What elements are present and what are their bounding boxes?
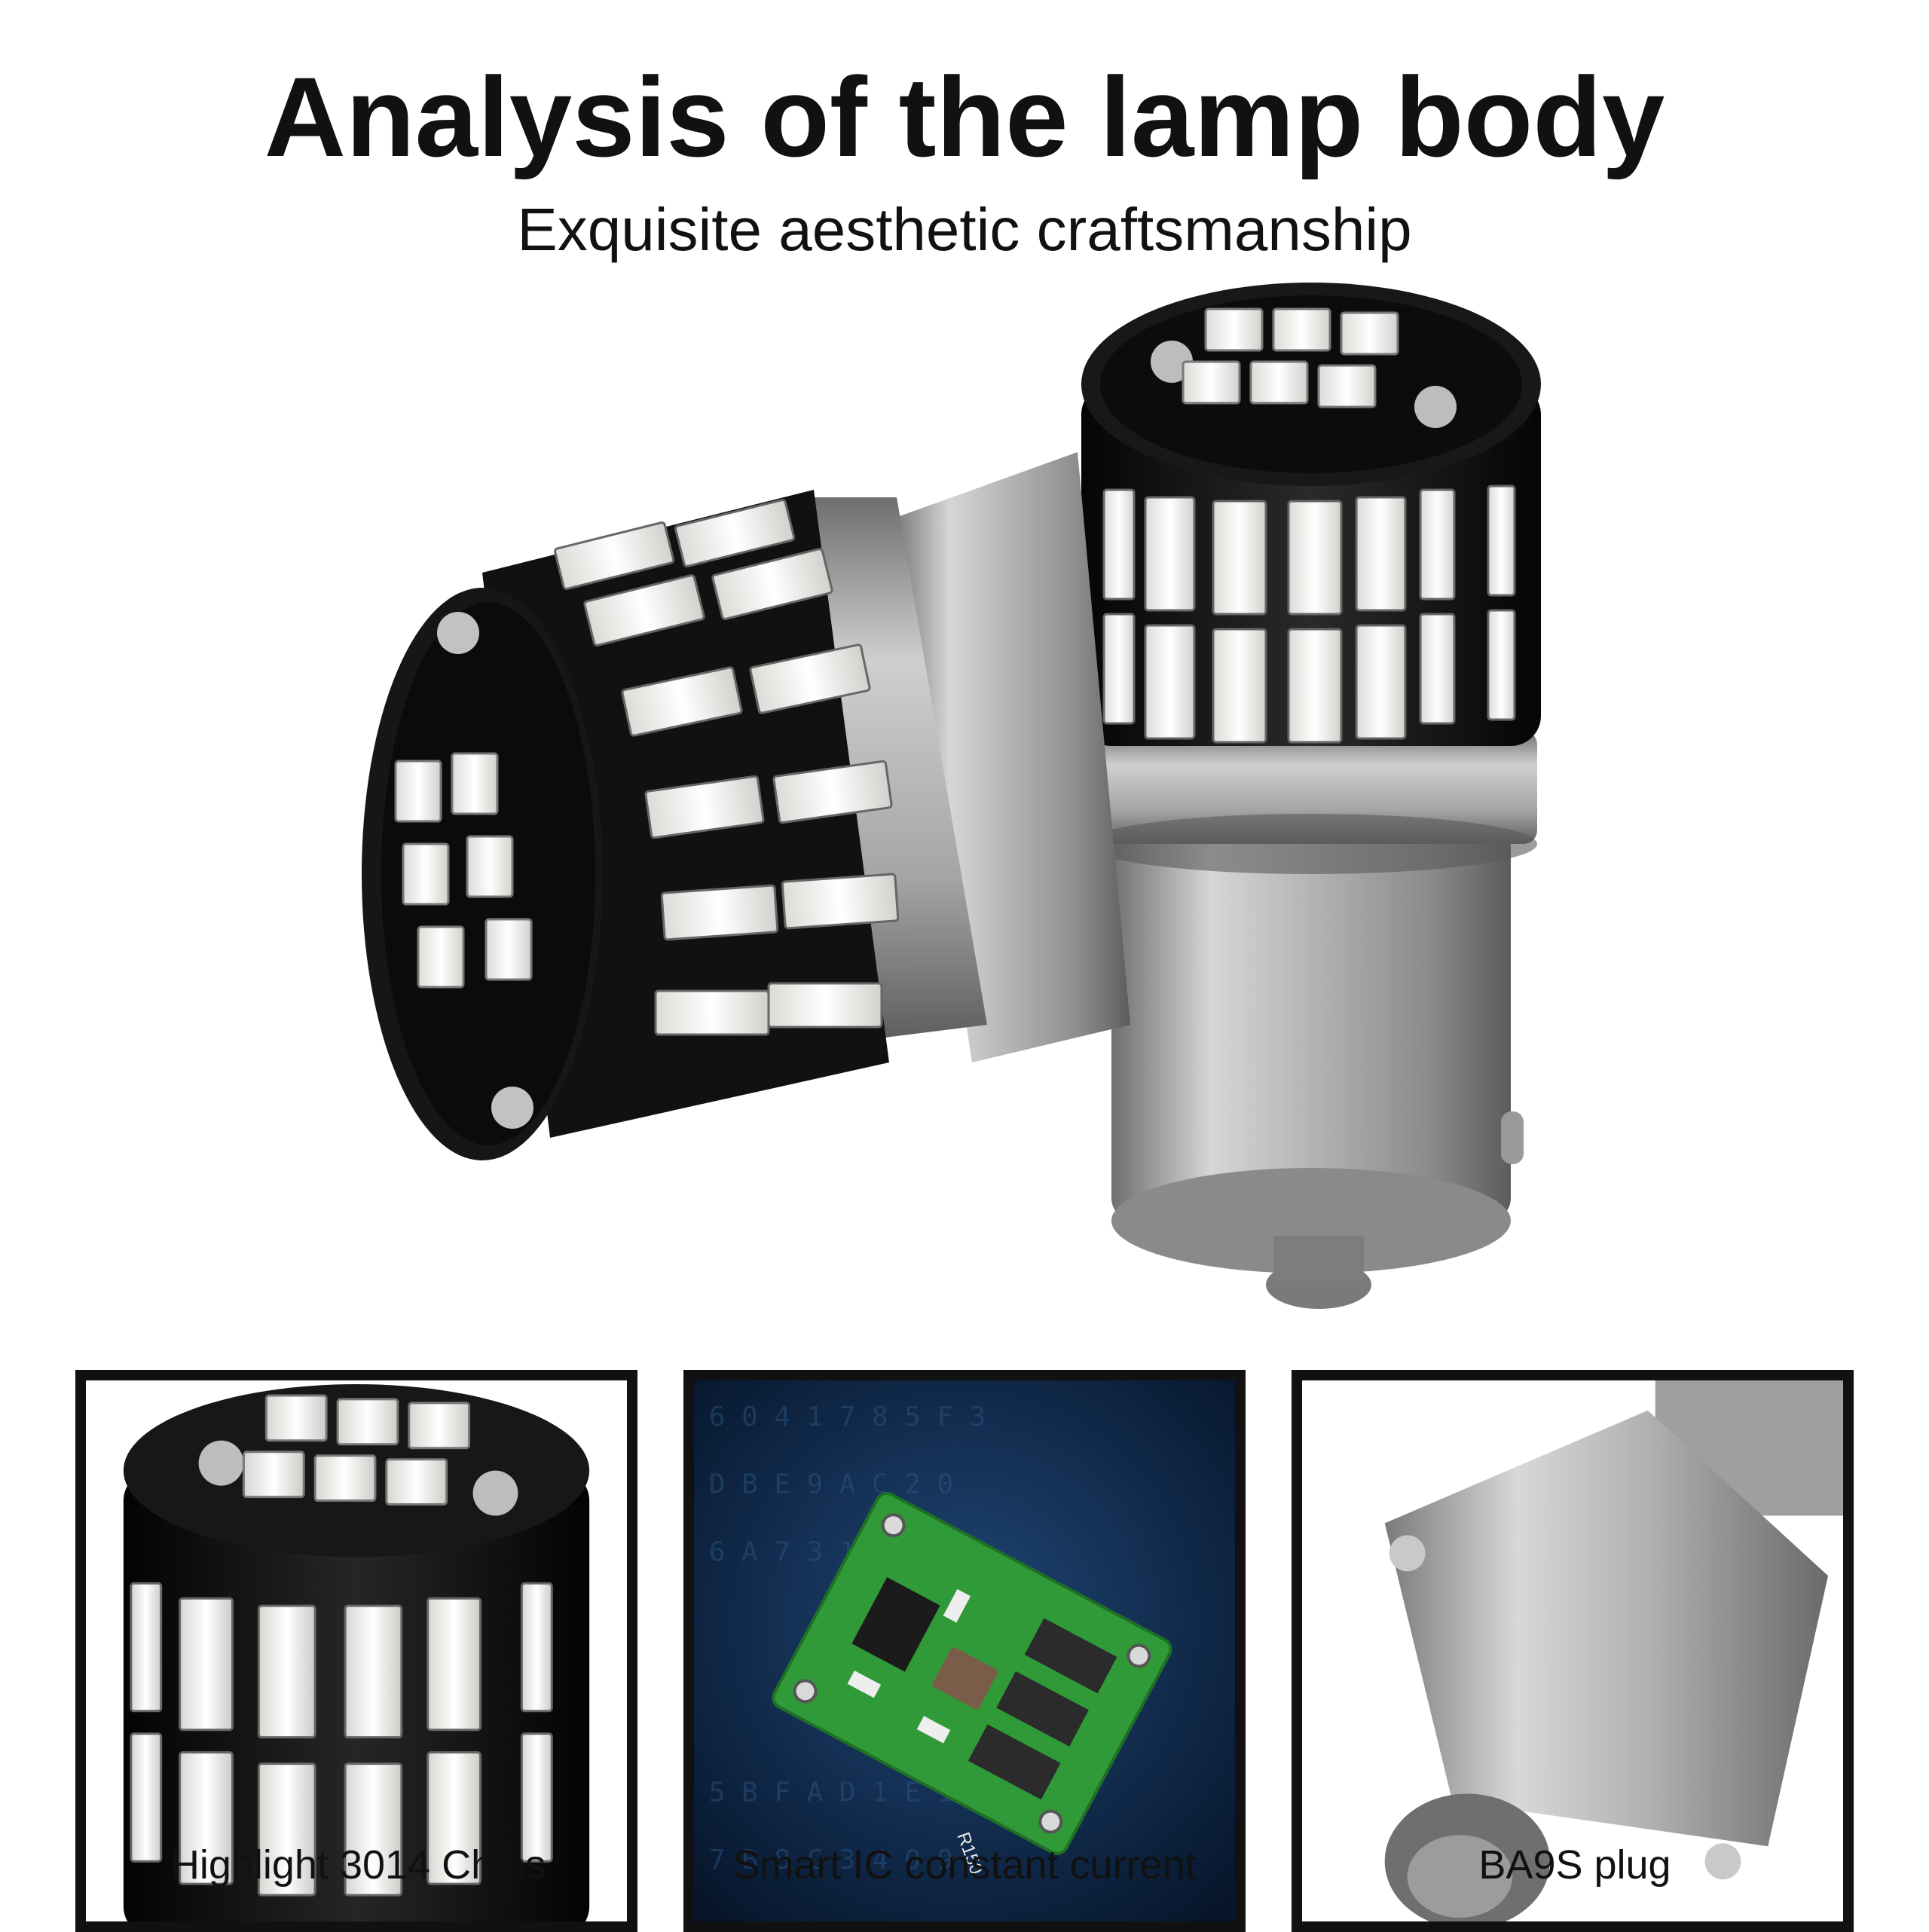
chips-closeup-panel — [75, 1370, 637, 1932]
caption-ic: Smart IC constant current — [732, 1842, 1197, 1888]
lying-bulb — [362, 452, 1130, 1160]
led-chips-closeup-icon — [86, 1380, 627, 1921]
page-subtitle: Exquisite aesthetic craftsmanship — [517, 196, 1412, 263]
caption-chips: Highlight 3014 Chips — [170, 1842, 546, 1888]
upright-bulb — [1081, 283, 1541, 1309]
svg-text:5 B F A D 1 E 1: 5 B F A D 1 E 1 — [709, 1777, 953, 1808]
plug-closeup-panel — [1292, 1370, 1854, 1932]
lamp-product-image — [0, 271, 1929, 1371]
svg-text:D B E 9 A C 2 0: D B E 9 A C 2 0 — [709, 1469, 953, 1500]
page-title: Analysis of the lamp body — [264, 53, 1665, 180]
ba9s-base-icon — [1302, 1380, 1843, 1921]
svg-text:7 B 8 C 3 4 0 9: 7 B 8 C 3 4 0 9 — [709, 1845, 953, 1875]
svg-text:6 0 4 1 7 8 5 F 3: 6 0 4 1 7 8 5 F 3 — [709, 1402, 986, 1432]
caption-plug: BA9S plug — [1478, 1842, 1671, 1888]
circuit-board-icon: 6 0 4 1 7 8 5 F 3 D B E 9 A C 2 0 6 A 7 … — [694, 1380, 1235, 1921]
